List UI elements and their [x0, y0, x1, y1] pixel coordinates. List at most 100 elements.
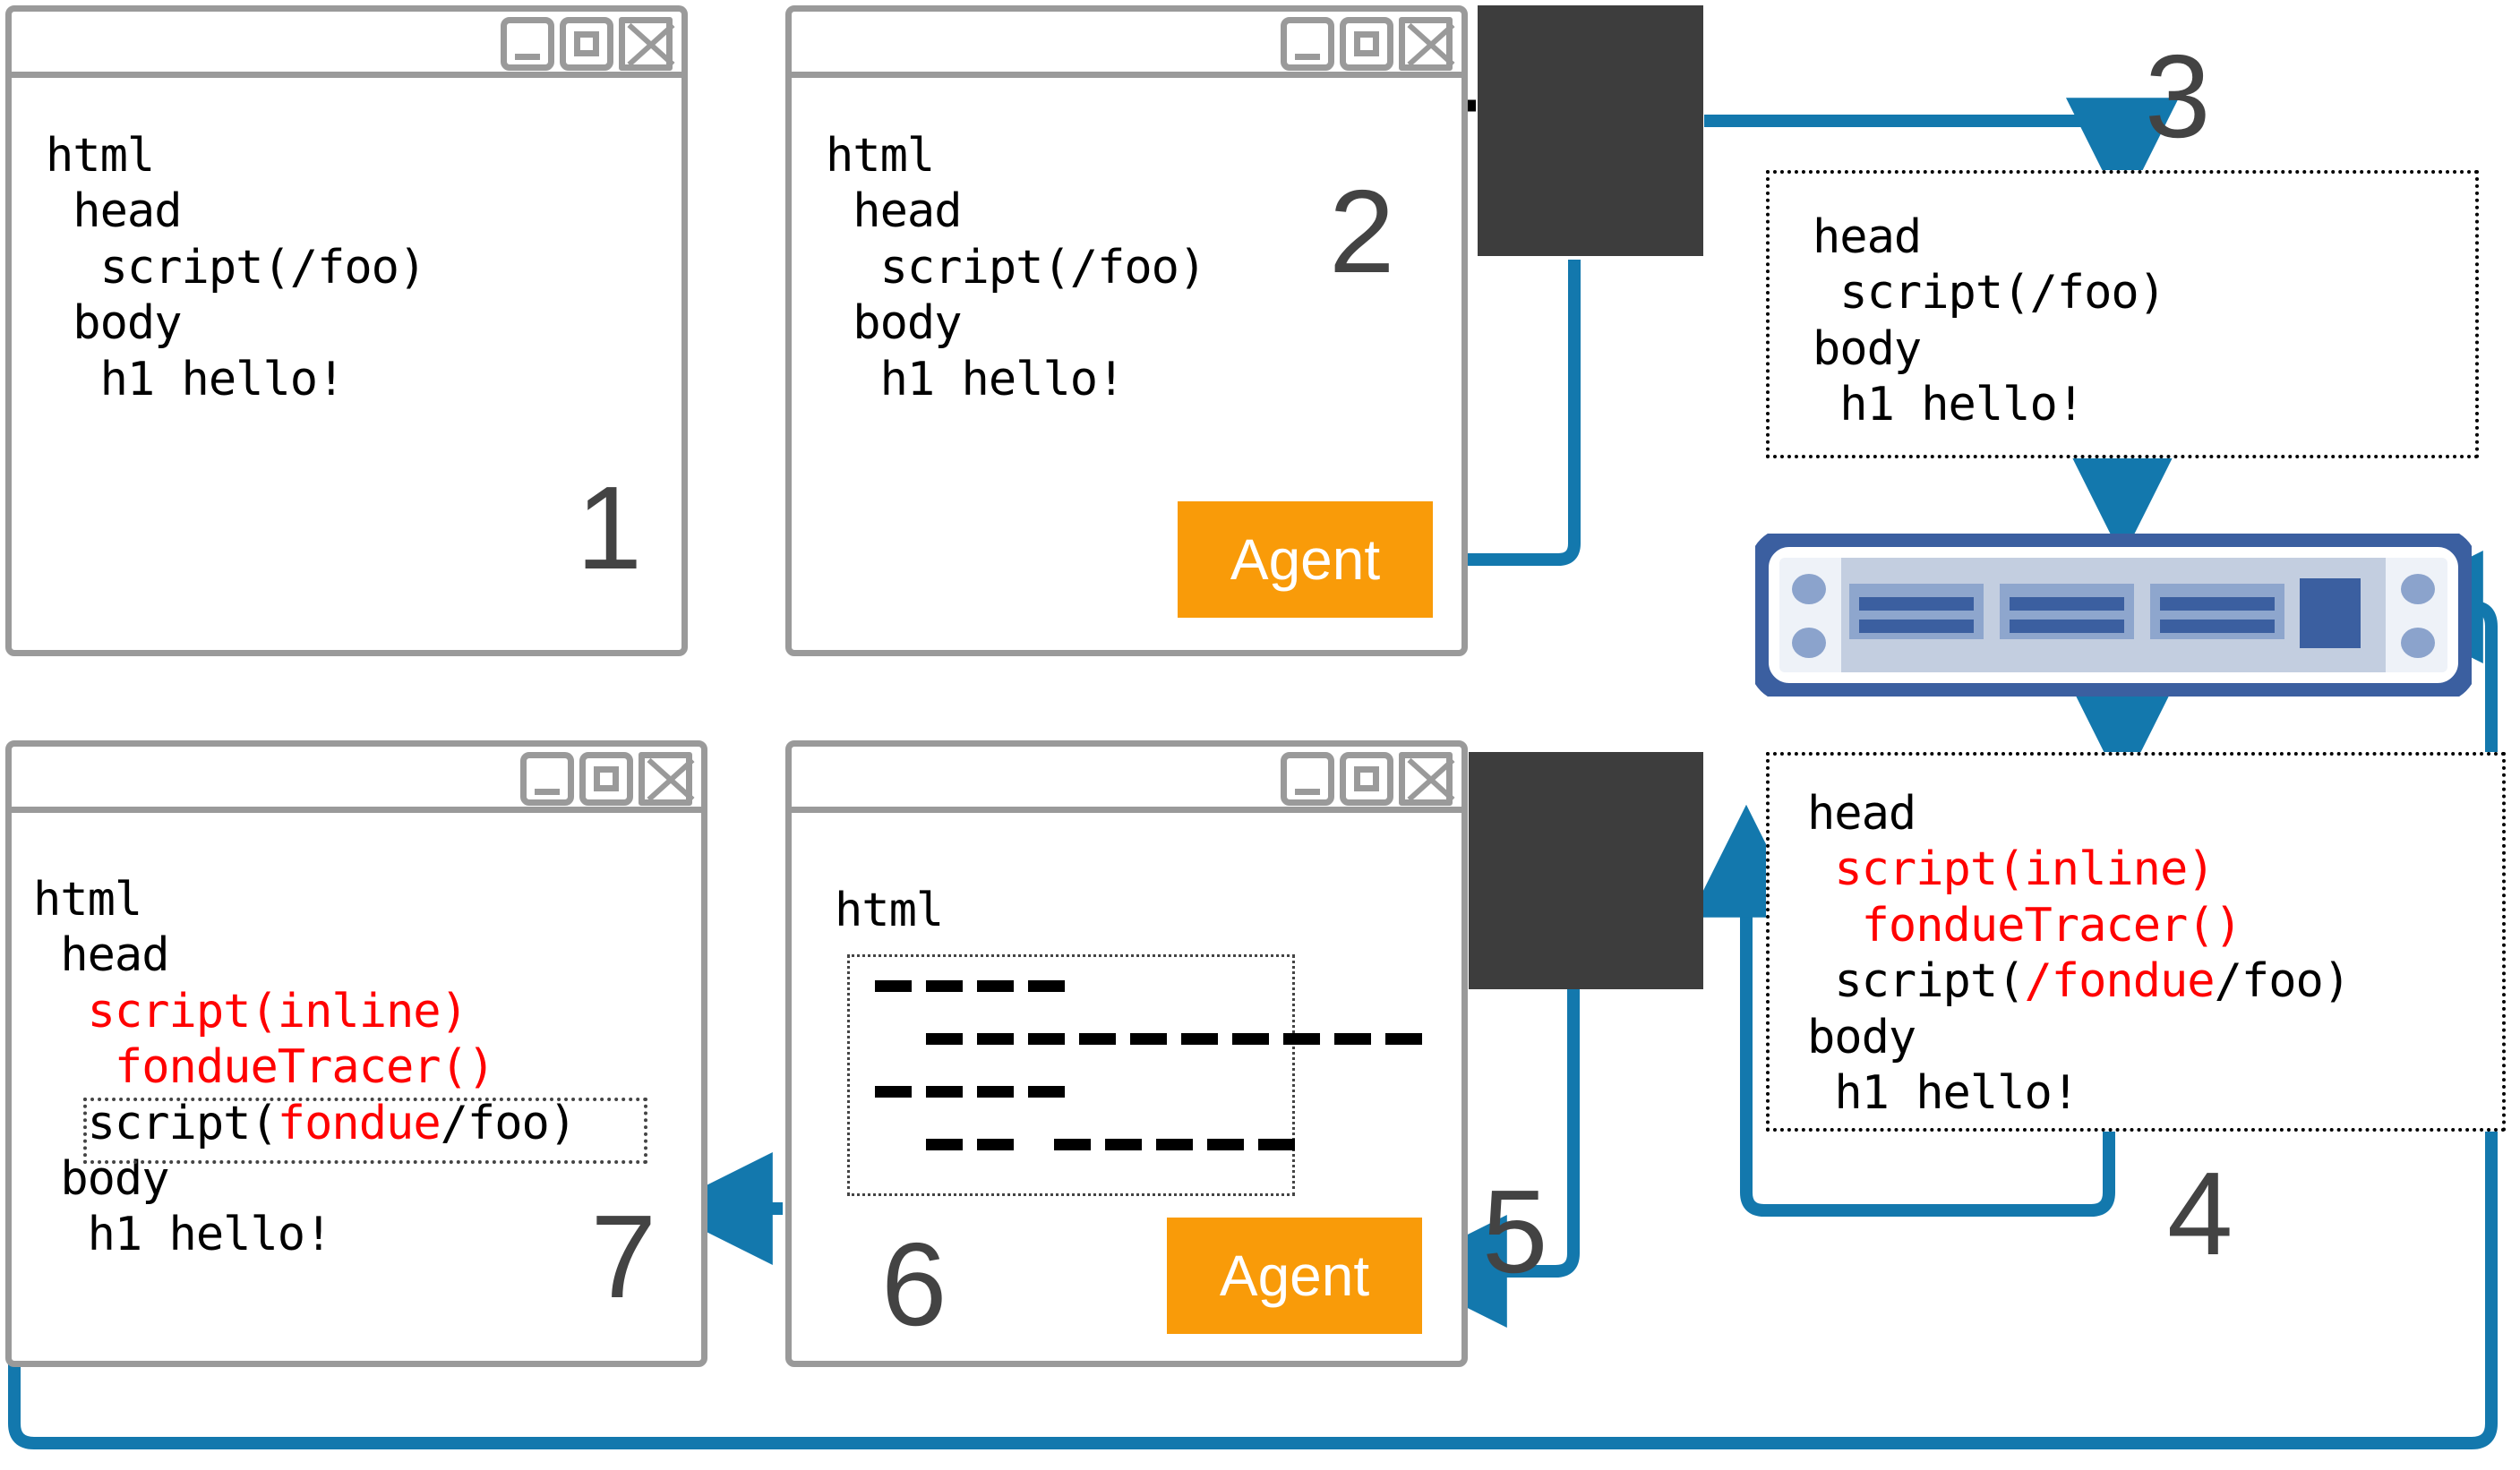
redacted-dash: [926, 980, 963, 992]
maximize-button[interactable]: [579, 752, 633, 806]
window-titlebar: [12, 747, 701, 813]
step-number-5: 5: [1482, 1166, 1548, 1297]
redacted-dash: [1054, 1139, 1091, 1150]
redacted-dash: [875, 1086, 912, 1098]
code-line: h1 hello!: [826, 352, 1126, 406]
window-controls: [520, 752, 692, 806]
agent-box-6[interactable]: Agent: [1167, 1218, 1422, 1334]
redacted-dash: [1258, 1139, 1295, 1150]
close-button[interactable]: [1399, 752, 1453, 806]
window-titlebar: [792, 747, 1461, 813]
redacted-dash: [926, 1033, 963, 1045]
code-block-3: head script(/foo) body h1 hello!: [1813, 209, 2166, 433]
minimize-button[interactable]: [501, 17, 554, 71]
highlighted-script-line: [83, 1098, 647, 1164]
code-line: script(/foo): [826, 240, 1207, 295]
redacted-dash: [1181, 1033, 1218, 1045]
redacted-dash: [875, 980, 912, 992]
dotted-code-box-3: head script(/foo) body h1 hello!: [1766, 170, 2479, 458]
step-number-7: 7: [590, 1191, 656, 1322]
minimize-button[interactable]: [520, 752, 574, 806]
code-line: script(: [87, 1096, 279, 1150]
code-line: html: [46, 129, 155, 183]
code-line: html: [33, 873, 142, 927]
code-line: head: [46, 184, 182, 239]
code-line: /foo): [2214, 954, 2352, 1009]
code-line: head: [1813, 210, 1922, 264]
redacted-dash: [1028, 980, 1065, 992]
redacted-dash: [1232, 1033, 1269, 1045]
dark-box-bottom: [1469, 752, 1703, 989]
close-button[interactable]: [1399, 17, 1453, 71]
browser-window-7[interactable]: html head script(inline) fondueTracer() …: [5, 740, 707, 1367]
code-line: body: [826, 296, 962, 351]
redacted-dash: [1028, 1086, 1065, 1098]
window-controls: [1281, 17, 1453, 71]
code-line: h1 hello!: [1813, 378, 2085, 432]
browser-window-2[interactable]: html head script(/foo) body h1 hello! 2: [785, 5, 1468, 656]
code-line: head: [1807, 787, 1916, 841]
minimize-button[interactable]: [1281, 752, 1334, 806]
code-line: body: [1813, 321, 1922, 376]
window-titlebar: [792, 12, 1461, 78]
redacted-dash: [1130, 1033, 1167, 1045]
redacted-code-box-6: [847, 954, 1422, 1196]
code-line: html: [826, 129, 935, 183]
redacted-dash: [1207, 1139, 1244, 1150]
code-block-1: html head script(/foo) body h1 hello!: [46, 128, 427, 407]
maximize-button[interactable]: [1340, 17, 1393, 71]
code-line: head: [826, 184, 962, 239]
window-controls: [1281, 752, 1453, 806]
redacted-dash: [1334, 1033, 1371, 1045]
code-block-6: html: [835, 883, 944, 938]
code-line: script(: [1834, 954, 2025, 1009]
code-line: script(/foo): [1813, 266, 2166, 320]
redacted-dash: [926, 1139, 963, 1150]
step-number-3: 3: [2145, 30, 2211, 162]
window-titlebar: [12, 12, 681, 78]
step-number-1: 1: [576, 462, 642, 594]
arrow-step3-to-panel3: [1704, 98, 2179, 211]
step-number-2: 2: [1329, 166, 1395, 297]
agent-box-2[interactable]: Agent: [1178, 501, 1433, 618]
redacted-dash: [1079, 1033, 1116, 1045]
redacted-dash: [1156, 1139, 1193, 1150]
redacted-dash: [977, 1033, 1014, 1045]
code-line: script(inline): [1834, 842, 2215, 897]
code-line: fondueTracer(): [114, 1040, 495, 1095]
dotted-code-box-4: head script(inline) fondueTracer() scrip…: [1766, 752, 2506, 1132]
code-line-emph: fondue: [277, 1096, 441, 1150]
code-line: html: [835, 884, 944, 937]
minimize-button[interactable]: [1281, 17, 1334, 71]
code-block-4: head script(inline) fondueTracer() scrip…: [1807, 786, 2352, 1121]
close-button[interactable]: [619, 17, 673, 71]
code-line: h1 hello!: [46, 352, 346, 406]
redacted-dash: [1283, 1033, 1320, 1045]
redacted-dash: [977, 980, 1014, 992]
dark-box-top: [1478, 5, 1703, 256]
maximize-button[interactable]: [560, 17, 613, 71]
code-line-emph: /fondue: [2024, 954, 2215, 1009]
code-block-2: html head script(/foo) body h1 hello!: [826, 128, 1207, 407]
code-line: script(/foo): [46, 240, 427, 295]
step-number-4: 4: [2167, 1148, 2233, 1279]
redacted-dash: [1028, 1033, 1065, 1045]
server-rack-icon: [1749, 527, 2478, 703]
code-line: fondueTracer(): [1861, 898, 2242, 953]
redacted-dash: [1385, 1033, 1422, 1045]
maximize-button[interactable]: [1340, 752, 1393, 806]
code-line: head: [60, 928, 169, 983]
code-line: /foo): [440, 1096, 578, 1150]
agent-label: Agent: [1219, 1244, 1370, 1308]
redacted-dash: [926, 1086, 963, 1098]
redacted-dash: [977, 1139, 1014, 1150]
redacted-dash: [977, 1086, 1014, 1098]
step-number-6: 6: [881, 1218, 947, 1350]
code-block-7: html head script(inline) fondueTracer() …: [33, 872, 578, 1263]
code-line: h1 hello!: [87, 1208, 333, 1262]
code-line: script(inline): [87, 984, 468, 1038]
close-button[interactable]: [639, 752, 692, 806]
window-controls: [501, 17, 673, 71]
browser-window-1[interactable]: html head script(/foo) body h1 hello! 1: [5, 5, 688, 656]
